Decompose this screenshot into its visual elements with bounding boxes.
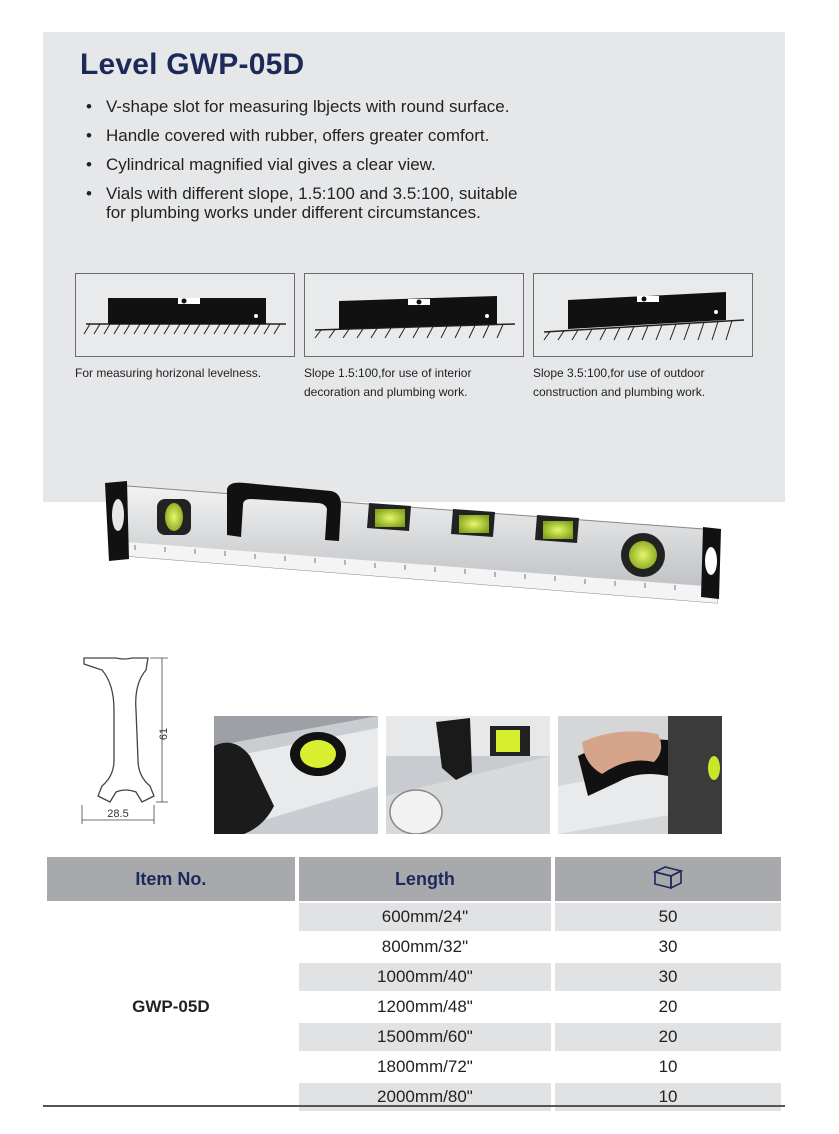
length-cell: 600mm/24" xyxy=(298,903,552,931)
table-row: 1800mm/72" 10 xyxy=(47,1053,781,1081)
column-header-quantity xyxy=(555,857,781,901)
quantity-cell: 30 xyxy=(658,937,678,956)
product-title: Level GWP-05D xyxy=(80,48,305,81)
item-number-cell: GWP-05D xyxy=(132,997,210,1016)
length-cell: 1200mm/48" xyxy=(377,997,473,1016)
feature-item: Handle covered with rubber, offers great… xyxy=(86,121,517,150)
table-row: GWP-05D 600mm/24" 50 xyxy=(47,903,781,1016)
quantity-cell: 20 xyxy=(658,997,678,1016)
table-row: 1200mm/48" 20 xyxy=(47,993,781,1021)
table-bottom-rule xyxy=(43,1105,785,1107)
detail-photo-pipe xyxy=(386,716,550,834)
diagram-caption: For measuring horizonal levelness. xyxy=(75,364,261,383)
level-on-flat-surface-illustration xyxy=(83,298,286,335)
spec-table: Item No. Length GWP-05D 600mm/24" 50 800… xyxy=(43,855,785,1113)
level-on-slight-slope-illustration xyxy=(314,296,516,339)
profile-height-label: 61 xyxy=(158,728,170,740)
level-on-steeper-slope-illustration xyxy=(543,292,745,341)
table-header-row: Item No. Length xyxy=(47,857,781,901)
length-cell: 1500mm/60" xyxy=(298,1023,552,1051)
quantity-cell: 30 xyxy=(555,963,781,991)
table-row: 1500mm/60" 20 xyxy=(47,1023,781,1051)
table-row: 800mm/32" 30 xyxy=(47,933,781,961)
feature-item: Cylindrical magnified vial gives a clear… xyxy=(86,150,517,179)
detail-photo-vial xyxy=(214,716,378,834)
length-cell: 800mm/32" xyxy=(381,937,469,956)
diagram-caption: Slope 1.5:100,for use of interior decora… xyxy=(304,364,471,402)
quantity-cell: 10 xyxy=(658,1057,678,1076)
quantity-cell: 20 xyxy=(555,1023,781,1051)
feature-list: V-shape slot for measuring lbjects with … xyxy=(86,92,517,224)
diagram-horizontal xyxy=(75,273,295,357)
column-header-length: Length xyxy=(298,857,552,901)
length-cell: 1800mm/72" xyxy=(377,1057,473,1076)
quantity-cell: 50 xyxy=(555,903,781,931)
diagram-caption: Slope 3.5:100,for use of outdoor constru… xyxy=(533,364,705,402)
caption-line: For measuring horizonal levelness. xyxy=(75,366,262,380)
profile-cross-section-drawing: 61 28.5 xyxy=(81,657,170,824)
spirit-level-product-image xyxy=(105,481,721,604)
column-header-item: Item No. xyxy=(47,857,295,901)
length-cell: 1000mm/40" xyxy=(298,963,552,991)
caption-line: Slope 3.5:100,for use of outdoor xyxy=(533,366,705,380)
detail-photo-handle xyxy=(558,716,722,834)
box-icon xyxy=(652,865,684,889)
profile-width-label: 28.5 xyxy=(107,808,128,820)
table-row: 1000mm/40" 30 xyxy=(47,963,781,991)
diagram-slope-1-5 xyxy=(304,273,524,357)
caption-line: construction and plumbing work. xyxy=(533,385,706,399)
caption-line: Slope 1.5:100,for use of interior xyxy=(304,366,472,380)
diagram-slope-3-5 xyxy=(533,273,753,357)
caption-line: decoration and plumbing work. xyxy=(304,385,468,399)
feature-item: V-shape slot for measuring lbjects with … xyxy=(86,92,517,121)
feature-item: Vials with different slope, 1.5:100 and … xyxy=(86,179,517,208)
